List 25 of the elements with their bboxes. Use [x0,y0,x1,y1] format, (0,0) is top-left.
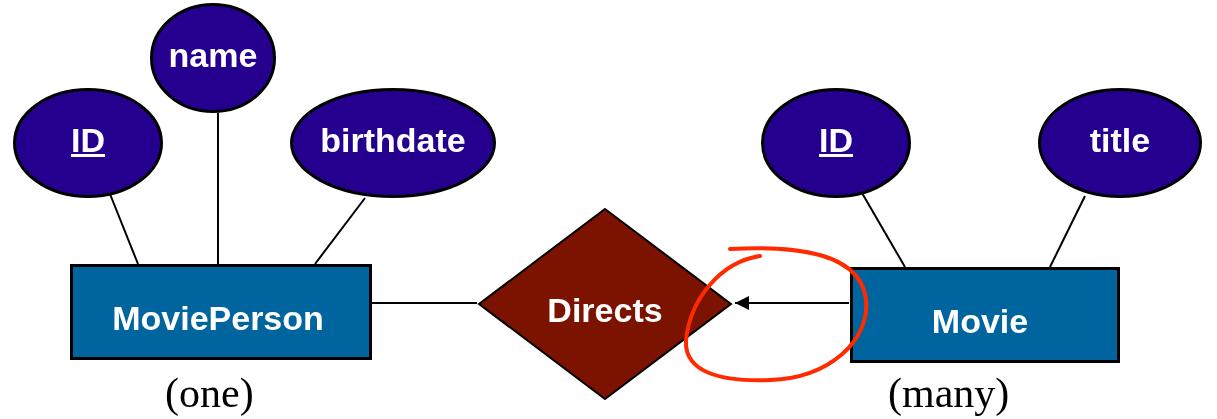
attribute-ellipse [290,88,496,198]
key-attribute-name: ID [71,120,105,160]
arrow [734,296,850,310]
relationship-name: Directs [547,290,663,330]
attribute-ellipse [13,88,163,198]
attribute-name: name [168,35,258,75]
cardinality-label: (one) [165,372,254,414]
attribute-name: birthdate [320,120,466,160]
attribute-ellipse [1038,88,1202,198]
key-attribute-name: ID [819,120,853,160]
attribute-name: title [1089,120,1151,160]
entity-name: MoviePerson [112,298,324,338]
connector-line [1049,195,1086,268]
cardinality-label: (many) [888,372,1010,414]
entity-rectangle [70,264,372,360]
connector-line [314,197,366,265]
attribute-ellipse [761,88,911,198]
entity-name: Movie [931,301,1029,341]
attribute-ellipse [150,3,276,113]
connector-line [109,193,139,265]
relationship-diamond [477,207,733,401]
connector-line [371,302,478,304]
connector-line [217,112,219,265]
entity-rectangle [850,267,1120,363]
connector-line [861,192,906,268]
